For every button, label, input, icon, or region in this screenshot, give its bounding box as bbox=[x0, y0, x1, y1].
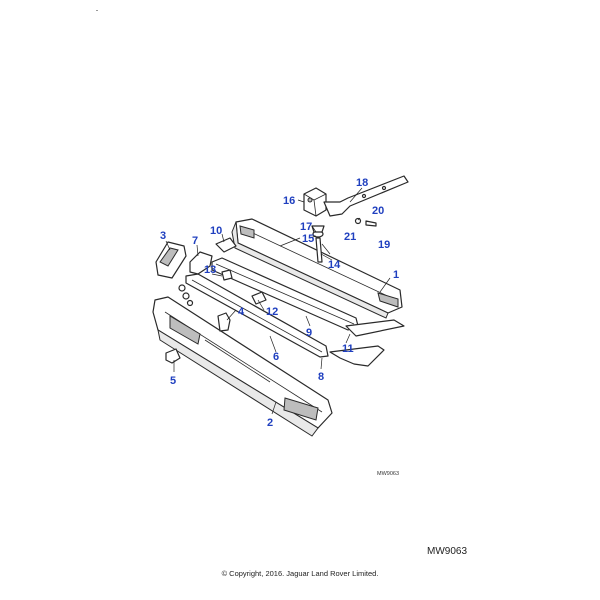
part-18-bracket-arm bbox=[323, 175, 409, 217]
callout-2: 2 bbox=[267, 417, 273, 429]
part-2-bumper-cover bbox=[152, 296, 333, 437]
diagram-code: MW9063 bbox=[427, 546, 468, 557]
part-15-17-washer-bolt bbox=[311, 225, 325, 238]
washer-set bbox=[178, 284, 194, 307]
part-13-clip bbox=[221, 269, 233, 281]
leader-lines bbox=[165, 187, 391, 415]
copyright-notice: © Copyright, 2016. Jaguar Land Rover Lim… bbox=[221, 569, 379, 578]
callout-17: 17 bbox=[300, 221, 312, 233]
part-12-clip bbox=[251, 291, 267, 305]
callout-6: 6 bbox=[273, 351, 279, 363]
callout-7: 7 bbox=[192, 235, 198, 247]
part-7-end-cap bbox=[189, 251, 213, 275]
callout-4: 4 bbox=[238, 306, 245, 318]
part-4-clip bbox=[217, 312, 231, 332]
callout-14: 14 bbox=[328, 259, 341, 271]
corner-mark bbox=[96, 10, 98, 11]
part-8-end-piece bbox=[329, 345, 385, 367]
part-3-corner-bracket bbox=[155, 241, 187, 279]
callout-3: 3 bbox=[160, 230, 166, 242]
part-11-trim-blade bbox=[345, 319, 405, 337]
callout-19: 19 bbox=[378, 239, 390, 251]
callout-20: 20 bbox=[372, 205, 384, 217]
callout-10: 10 bbox=[210, 225, 222, 237]
callout-11: 11 bbox=[342, 343, 354, 355]
callouts: 1 2 3 4 5 6 7 8 9 10 11 12 13 14 15 16 1… bbox=[160, 177, 399, 429]
part-14-bolt bbox=[315, 237, 323, 263]
part-5-clip bbox=[165, 348, 181, 364]
callout-9: 9 bbox=[306, 327, 312, 339]
callout-13: 13 bbox=[204, 264, 216, 276]
inner-diagram-code: MW9063 bbox=[377, 471, 399, 477]
callout-12: 12 bbox=[266, 306, 278, 318]
callout-16: 16 bbox=[283, 195, 295, 207]
callout-15: 15 bbox=[302, 233, 314, 245]
callout-21: 21 bbox=[344, 231, 356, 243]
callout-8: 8 bbox=[318, 371, 324, 383]
part-16-mounting-block bbox=[303, 187, 327, 217]
part-10-end-trim bbox=[215, 237, 237, 253]
part-1-bumper-beam bbox=[231, 218, 403, 319]
callout-18: 18 bbox=[356, 177, 368, 189]
part-20-21-bolt-washer bbox=[354, 217, 377, 227]
callout-5: 5 bbox=[170, 375, 176, 387]
callout-1: 1 bbox=[393, 269, 399, 281]
